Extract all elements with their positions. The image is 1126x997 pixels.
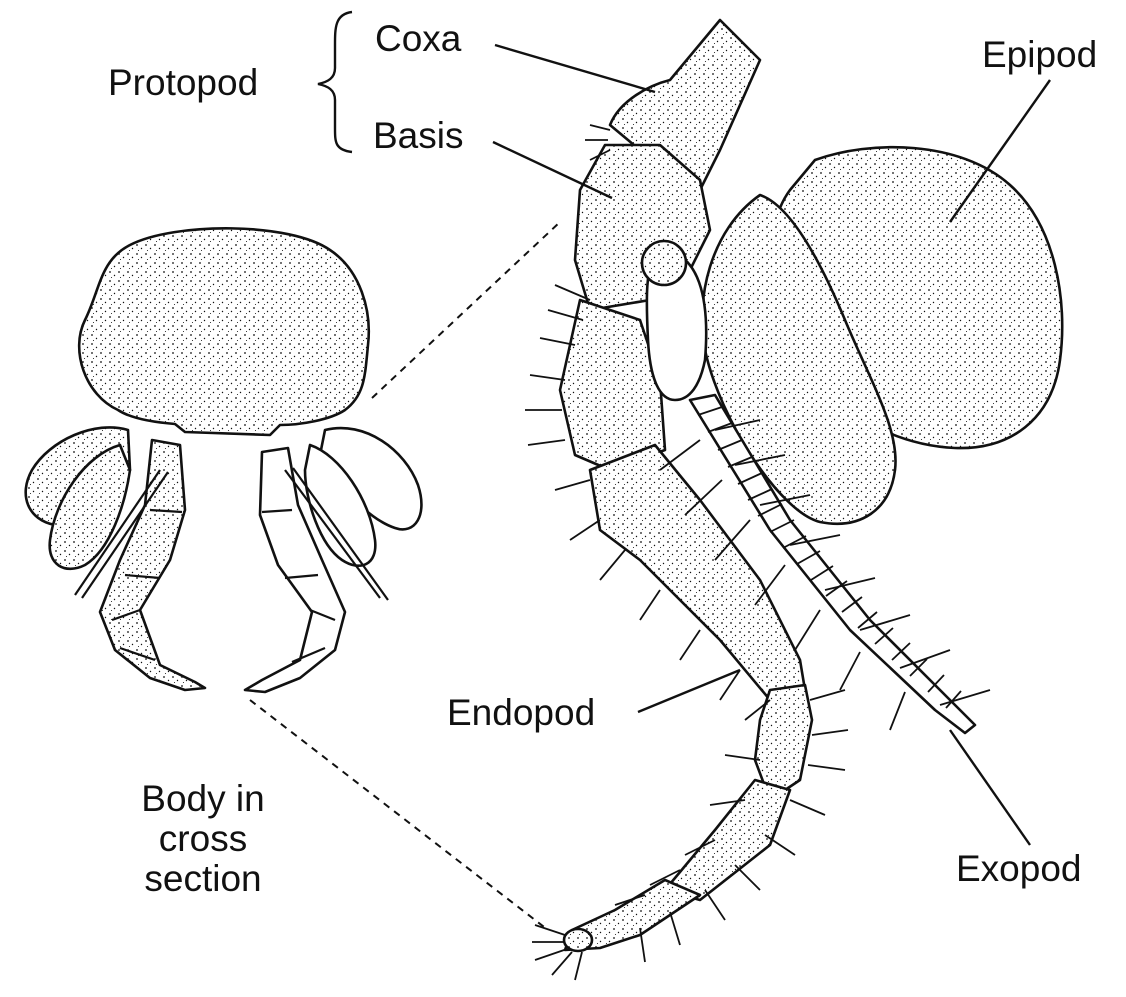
enlarged-appendage xyxy=(525,20,1062,980)
exopod-label: Exopod xyxy=(956,848,1082,891)
endopod-label: Endopod xyxy=(447,692,595,735)
dactyl xyxy=(564,929,592,951)
body-caption-line-2: cross xyxy=(110,818,296,861)
body-caption-line-3: section xyxy=(110,858,296,901)
epipod-label: Epipod xyxy=(982,34,1097,77)
protopod-label: Protopod xyxy=(108,62,258,105)
body-cross-section xyxy=(26,228,422,692)
basis-label: Basis xyxy=(373,115,463,158)
projection-line-upper xyxy=(372,222,560,398)
exopod-joint xyxy=(642,241,686,285)
protopod-brace xyxy=(318,12,352,152)
coxa-label: Coxa xyxy=(375,18,461,61)
body-shield xyxy=(79,228,369,435)
coxa-leader xyxy=(495,45,655,92)
endopod-leader xyxy=(638,670,740,712)
exopod-leader xyxy=(950,730,1030,845)
body-caption-line-1: Body in xyxy=(110,778,296,821)
